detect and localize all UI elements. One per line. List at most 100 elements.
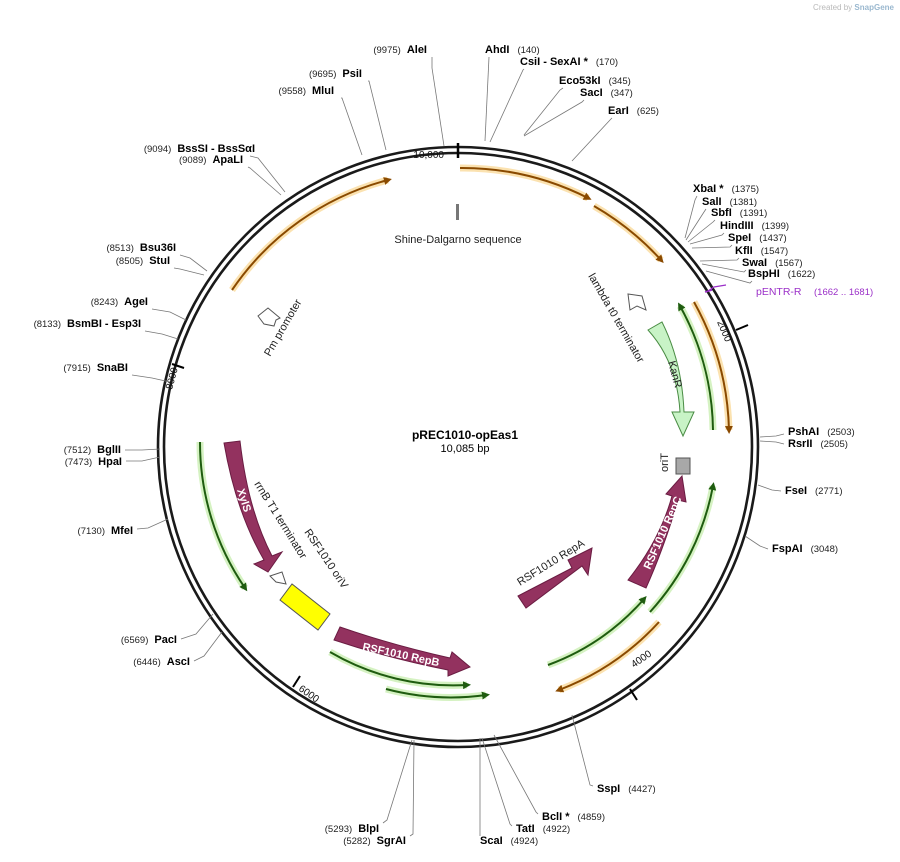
enzyme-leader-line [571,714,594,787]
enzyme-position: (8133) [34,319,61,330]
enzyme-name: AleI [407,44,427,56]
credit: Created by SnapGene [813,3,894,12]
enzyme-position: (9975) [373,45,400,56]
enzyme-name: BclI * [542,811,570,823]
enzyme-leader-line [689,232,725,245]
enzyme-name: Bsu36I [140,242,176,254]
enzyme-site: HindIII (1399) [720,220,789,232]
pm-promoter-arrow [257,307,281,327]
enzyme-site: BclI *(4859) [542,811,605,823]
enzyme-site: SspI(4427) [597,783,656,795]
plasmid-length: 10,085 bp [441,443,490,455]
enzyme-site: HpaI(7473) [65,456,122,468]
enzyme-site: BspHI(1622) [748,268,815,280]
enzyme-site: ApaLI (9089) [179,154,243,166]
rsf1010-oriv-label: RSF1010 oriV [302,527,351,592]
enzyme-site: BglII(7512) [64,444,121,456]
enzyme-site: TatI(4922) [516,823,570,835]
enzyme-site: BlpI (5293) [325,823,379,835]
enzyme-site: Eco53kI(345) [559,75,631,87]
enzyme-position: (625) [637,106,659,117]
enzyme-name: HindIII [720,220,754,232]
enzyme-position: (1399) [762,221,789,232]
enzyme-site: PshAI(2503) [788,426,855,438]
enzyme-leader-line [131,374,171,383]
credit-prefix: Created by [813,3,853,12]
enzyme-leader-line [136,518,169,530]
orange-arc-3 [593,205,664,263]
enzyme-position: (8505) [116,256,143,267]
enzyme-name: SbfI [711,207,732,219]
enzyme-name: SwaI [742,257,767,269]
enzyme-name: ScaI [480,835,503,847]
enzyme-site: PsiI(9695) [309,68,362,80]
enzyme-leader-line [125,448,161,451]
enzyme-name: SacI [580,87,603,99]
tick-mark-4000 [629,688,638,701]
tick-mark-2000 [735,324,749,331]
enzyme-leader-line [481,737,513,827]
enzyme-name: BsmBI - Esp3I [67,318,141,330]
enzyme-name: TatI [516,823,535,835]
enzyme-position: (2771) [815,486,842,497]
enzyme-leader-line [341,97,363,156]
enzyme-leader-line [687,219,716,243]
lambda-t0-terminator-label: lambda t0 terminator [585,272,646,366]
outer-feature-arcs [196,164,733,701]
enzyme-name: AscI [167,656,190,668]
enzyme-site: MfeI(7130) [78,525,133,537]
orange-arc-halo-3 [592,202,664,263]
enzyme-leader-line [484,56,490,142]
enzyme-leader-line [179,254,208,272]
enzyme-position: (3048) [811,544,838,555]
orange-arc-1 [231,177,392,291]
enzyme-position: (1375) [732,184,759,195]
enzyme-name: XbaI * [693,183,724,195]
rsf1010-oriv-box [279,583,331,631]
enzyme-site: KflI(1547) [735,245,788,257]
enzyme-site: SbfI(1391) [711,207,767,219]
enzyme-leader-line [368,80,387,151]
enzyme-site: ScaI (4924) [480,835,538,847]
enzyme-name: FspAI [772,543,803,555]
xyls-label: XylS [234,487,253,513]
enzyme-site: SnaBI(7915) [63,362,128,374]
primer-mark [704,289,713,293]
enzyme-leader-line [431,57,445,147]
enzyme-name: BlpI [358,823,379,835]
enzyme-leader-line [744,535,769,550]
lambda-t0-terminator-arrow [627,293,647,311]
enzyme-name: ApaLI [212,154,243,166]
enzyme-leader-line [144,330,179,340]
enzyme-leader-line [126,456,161,462]
enzyme-name: CsiI - SexAI * [520,56,589,68]
enzyme-site: SgrAI(5282) [343,835,406,847]
orange-arc-halo-2 [459,164,590,202]
enzyme-position: (9558) [279,86,306,97]
green-arc-1 [678,302,714,431]
enzyme-name: Eco53kI [559,75,601,87]
enzyme-site: CsiI - SexAI * (170) [520,56,618,68]
shine-dalgarno-label: Shine-Dalgarno sequence [394,234,521,246]
enzyme-name: EarI [608,105,629,117]
enzyme-leader-line [151,308,187,321]
enzyme-position: (1381) [730,197,757,208]
enzyme-name: KflI [735,245,753,257]
enzyme-leader-line [523,87,564,136]
enzyme-leader-line [489,68,525,143]
green-arc-4 [198,441,248,592]
enzyme-leader-line [180,613,214,640]
orange-arc-4 [693,301,733,434]
enzyme-position: (9089) [179,155,206,166]
enzyme-position: (4924) [511,836,538,847]
enzyme-position: (170) [596,57,618,68]
enzyme-site: SpeI(1437) [728,232,787,244]
enzyme-name: PsiI [342,68,362,80]
enzyme-site: SalI(1381) [702,196,757,208]
enzyme-name: SnaBI [97,362,128,374]
enzyme-position: (5293) [325,824,352,835]
rrnb-t1-terminator-arrow [269,571,287,585]
enzyme-name: MfeI [111,525,133,537]
enzyme-leader-line [247,166,282,196]
